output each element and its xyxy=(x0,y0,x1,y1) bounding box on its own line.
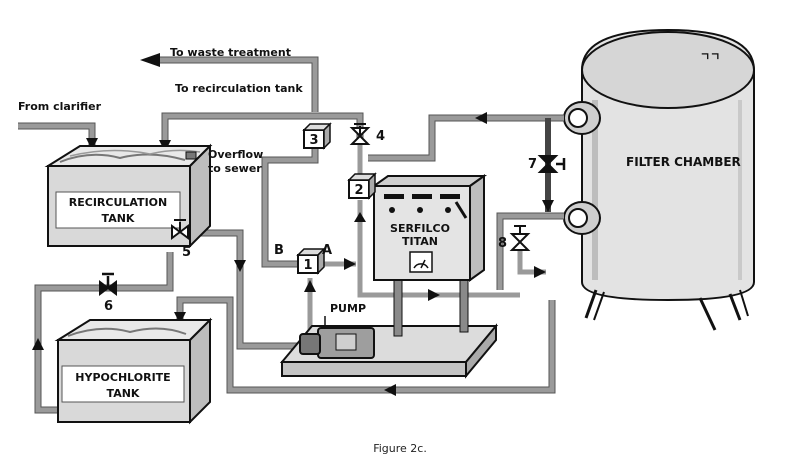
pump-label: PUMP xyxy=(330,302,366,315)
valve-2: 2 xyxy=(347,172,377,200)
valve-2-number: 2 xyxy=(354,183,363,198)
valve-3: 3 xyxy=(302,122,332,150)
arrow-bottom-return xyxy=(384,384,396,396)
from-clarifier-label: From clarifier xyxy=(18,100,102,113)
overflow-label-1: Overflow xyxy=(208,148,263,161)
lower-nozzle xyxy=(563,201,601,235)
arrow-hypo-in xyxy=(174,312,186,324)
valve-4: 4 xyxy=(349,123,385,145)
valve-4-number: 4 xyxy=(376,129,385,144)
arrow-clarifier xyxy=(86,138,98,150)
pump-assembly: PUMP xyxy=(279,302,499,379)
arrow-pump-suction xyxy=(234,260,246,272)
valve-7-number: 7 xyxy=(528,157,537,172)
arrow-waste xyxy=(140,53,160,67)
flow-arrows xyxy=(32,53,554,396)
valve-1: 1 xyxy=(296,247,326,275)
upper-nozzle xyxy=(563,101,601,135)
valve-5-number: 5 xyxy=(182,245,191,260)
valve-1-number: 1 xyxy=(303,258,312,273)
serfilco-label-2: TITAN xyxy=(402,235,438,248)
valve-3-number: 3 xyxy=(309,133,318,148)
valve-6: 6 xyxy=(99,272,117,314)
arrow-a xyxy=(344,258,356,270)
arrow-riser xyxy=(354,212,366,222)
to-recirculation-label: To recirculation tank xyxy=(175,82,303,95)
recirc-tank-label-2: TANK xyxy=(102,212,135,225)
valve-8: 8 xyxy=(498,225,531,251)
valve-7: 7 xyxy=(528,155,566,173)
recirculation-tank: RECIRCULATION TANK xyxy=(44,143,213,249)
recirc-tank-label-1: RECIRCULATION xyxy=(69,196,167,209)
overflow-label-2: to sewer xyxy=(208,162,262,175)
valve-6-number: 6 xyxy=(104,299,113,314)
to-waste-label: To waste treatment xyxy=(170,46,291,59)
arrow-pump-up xyxy=(304,280,316,292)
arrow-bottom-right xyxy=(428,289,440,301)
top-fitting-mark: ㄱㄱ xyxy=(700,50,720,63)
arrow-hypo-up xyxy=(32,338,44,350)
hypo-tank-label-1: HYPOCHLORITE xyxy=(75,371,170,384)
line-b-label: B xyxy=(274,243,284,258)
gauge-icon xyxy=(409,251,433,273)
arrow-valve7 xyxy=(542,200,554,212)
filter-chamber: ㄱㄱ FILTER CHAMBER xyxy=(563,28,755,331)
filter-chamber-label: FILTER CHAMBER xyxy=(626,155,741,169)
hypo-tank-label-2: TANK xyxy=(107,387,140,400)
serfilco-titan-unit: SERFILCO TITAN xyxy=(370,174,488,337)
line-a-label: A xyxy=(322,243,332,258)
arrow-top-return xyxy=(475,112,487,124)
valve-8-number: 8 xyxy=(498,236,507,251)
arrow-valve8 xyxy=(534,266,546,278)
figure-caption: Figure 2c. xyxy=(373,442,427,455)
serfilco-label-1: SERFILCO xyxy=(390,222,450,235)
valve-5: 5 xyxy=(171,219,191,260)
hypochlorite-tank: HYPOCHLORITE TANK xyxy=(54,317,213,425)
